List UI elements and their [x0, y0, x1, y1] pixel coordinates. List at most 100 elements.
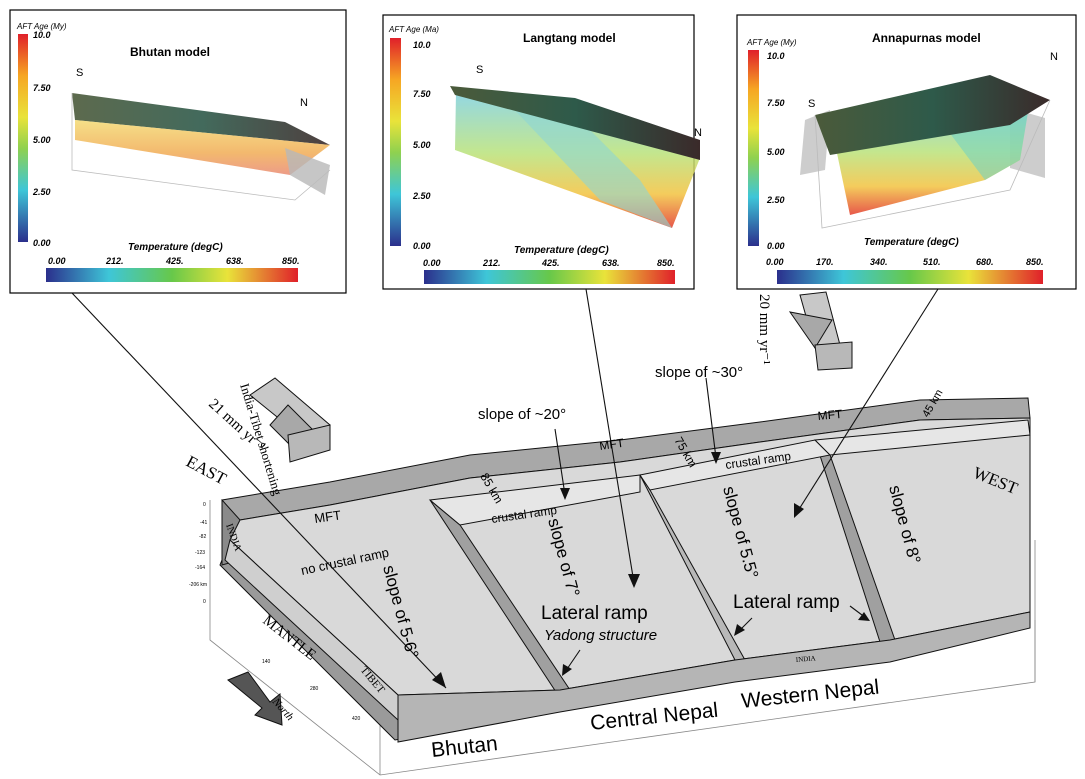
temp-tick: 0.00	[48, 256, 66, 266]
connector-lines	[71, 288, 939, 689]
svg-text:-41: -41	[200, 520, 207, 526]
mft-label: MFT	[598, 436, 625, 453]
arrowhead	[734, 624, 745, 636]
lateral-ramp-label: Lateral ramp	[541, 603, 648, 624]
temp-tick: 680.	[976, 257, 994, 267]
temp-tick: 638.	[602, 258, 620, 268]
temp-tick: 212.	[482, 258, 501, 268]
age-tick: 2.50	[412, 191, 431, 201]
annapurnas-model-panel: AFT Age (My) 10.0 7.50 5.00 2.50 0.00 An…	[736, 14, 1077, 290]
svg-text:-164: -164	[195, 565, 205, 571]
svg-text:0: 0	[203, 599, 206, 605]
arrowhead	[794, 503, 804, 518]
mft-label: MFT	[313, 507, 342, 526]
depth-axis: 0 -41 -82 -123 -164 -206 km 0	[189, 502, 207, 605]
temperature-label: Temperature (degC)	[864, 237, 959, 248]
north-arrow	[227, 671, 283, 726]
langtang-model-panel: AFT Age (Ma) 10.0 7.50 5.00 2.50 0.00 La…	[382, 14, 702, 290]
temp-tick: 638.	[226, 256, 244, 266]
age-tick: 5.00	[413, 140, 431, 150]
slope-30-label: slope of ~30°	[655, 364, 743, 381]
north-label: N	[1050, 51, 1058, 63]
age-tick: 2.50	[766, 195, 785, 205]
yadong-label: Yadong structure	[544, 627, 657, 644]
temp-tick: 0.00	[423, 258, 441, 268]
colorbar-label: AFT Age (My)	[16, 22, 67, 31]
arrowhead	[628, 574, 640, 588]
panel-title: Langtang model	[523, 31, 616, 45]
shortening-arrow-east	[249, 377, 331, 463]
lateral-ramp-label: Lateral ramp	[733, 592, 840, 613]
mft-label: MFT	[817, 407, 843, 423]
age-tick: 7.50	[767, 98, 785, 108]
age-tick: 0.00	[767, 241, 785, 251]
base-band	[397, 611, 1031, 743]
temperature-colorbar	[46, 268, 298, 282]
age-tick: 10.0	[33, 30, 51, 40]
age-tick: 0.00	[413, 241, 431, 251]
colorbar-label: AFT Age (Ma)	[388, 25, 439, 34]
svg-text:420: 420	[352, 716, 361, 722]
ramp-plane	[510, 105, 672, 228]
south-label: S	[808, 98, 815, 110]
age-tick: 2.50	[32, 187, 51, 197]
east-label: EAST	[183, 452, 230, 489]
svg-text:0: 0	[203, 502, 206, 508]
north-label: N	[694, 127, 702, 139]
temp-tick: 850.	[282, 256, 300, 266]
temp-tick: 850.	[657, 258, 675, 268]
arrowhead	[560, 488, 570, 500]
age-tick: 7.50	[413, 89, 431, 99]
topography-surface	[450, 86, 700, 160]
ramp-plane	[285, 148, 330, 195]
temperature-label: Temperature (degC)	[128, 242, 223, 253]
shortening-arrow-west	[788, 291, 853, 371]
svg-text:-82: -82	[199, 534, 206, 540]
colorbar-label: AFT Age (My)	[746, 38, 797, 47]
temperature-colorbar	[424, 270, 675, 284]
age-tick: 0.00	[33, 238, 51, 248]
arrowhead	[432, 672, 446, 688]
bhutan-model-panel: AFT Age (My) 10.0 7.50 5.00 2.50 0.00 Bh…	[9, 9, 347, 294]
age-colorbar	[18, 34, 28, 242]
temp-tick: 212.	[105, 256, 124, 266]
india-small-label: INDIA	[795, 654, 815, 664]
temperature-label: Temperature (degC)	[514, 245, 609, 256]
svg-text:140: 140	[262, 659, 271, 665]
temp-tick: 170.	[816, 257, 834, 267]
temp-tick: 0.00	[766, 257, 784, 267]
western-nepal-label: Western Nepal	[740, 676, 880, 713]
age-tick: 5.00	[767, 147, 785, 157]
svg-text:-123: -123	[195, 550, 205, 556]
temp-tick: 340.	[870, 257, 888, 267]
slope-20-label: slope of ~20°	[478, 406, 566, 423]
temp-tick: 850.	[1026, 257, 1044, 267]
arrowhead	[858, 612, 870, 621]
age-tick: 5.00	[33, 135, 51, 145]
age-colorbar	[390, 38, 401, 246]
svg-text:-206 km: -206 km	[189, 582, 207, 588]
temp-tick: 510.	[923, 257, 941, 267]
south-label: S	[76, 67, 83, 79]
crustal-ramp-central	[428, 474, 641, 526]
topography-surface	[815, 75, 1050, 155]
topography-surface	[72, 93, 330, 145]
arrowhead	[562, 664, 572, 676]
panel-title: Annapurnas model	[872, 31, 981, 45]
panel-title: Bhutan model	[130, 45, 210, 59]
arrowhead	[711, 452, 721, 464]
rate-west-label: 20 mm yr⁻¹	[756, 294, 772, 365]
age-colorbar	[748, 50, 759, 246]
distance-axis: 140 280 420	[262, 659, 361, 722]
ramp-strip-far-west	[813, 419, 1031, 456]
temperature-colorbar	[777, 270, 1043, 284]
age-tick: 7.50	[33, 83, 51, 93]
model-section	[75, 120, 330, 175]
temp-tick: 425.	[541, 258, 560, 268]
tibet-strip	[224, 539, 399, 722]
south-label: S	[476, 64, 483, 76]
age-tick: 10.0	[413, 40, 431, 50]
svg-text:280: 280	[310, 686, 319, 692]
temp-tick: 425.	[165, 256, 184, 266]
